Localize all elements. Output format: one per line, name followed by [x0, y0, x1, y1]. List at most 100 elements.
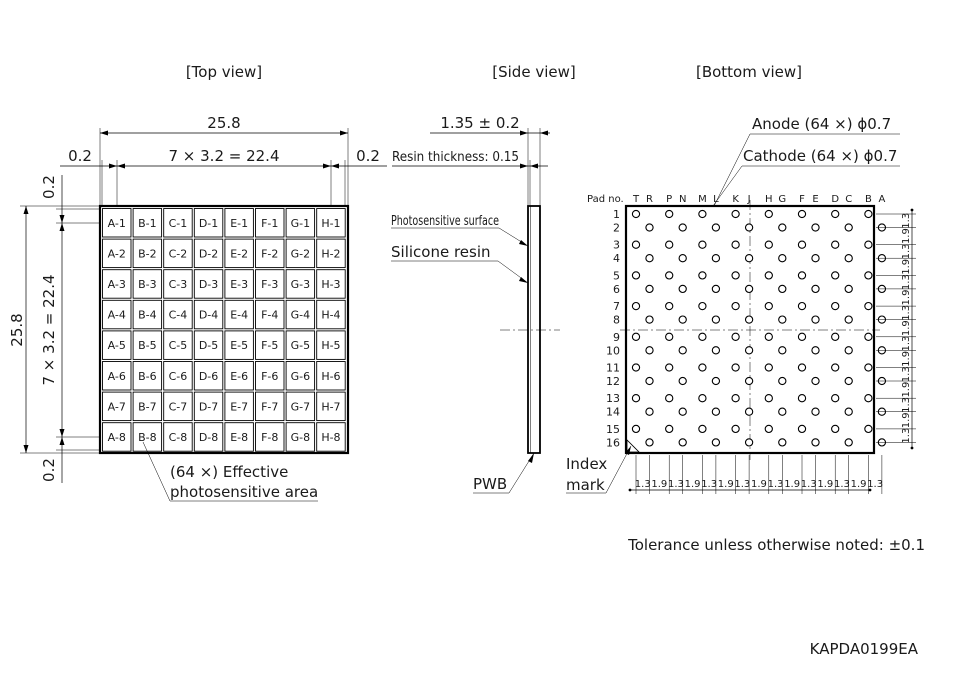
cell-label: D-8 — [199, 431, 218, 444]
cell-label: H-1 — [321, 217, 340, 230]
bottom-view: Anode (64 ×) ϕ0.7 Cathode (64 ×) ϕ0.7 Pa… — [566, 115, 916, 494]
pad-column-letter: F — [799, 194, 805, 205]
resin-thickness: Resin thickness: 0.15 — [392, 150, 519, 165]
index-mark-line2: mark — [566, 476, 605, 494]
cell-label: H-7 — [321, 400, 340, 413]
solder-pad — [764, 394, 773, 403]
pad-column-letter: E — [812, 194, 818, 205]
solder-pad — [811, 346, 820, 355]
solder-pad — [797, 301, 807, 311]
effective-area-cell — [285, 391, 316, 422]
cell-label: D-4 — [199, 309, 218, 322]
top-pitch-height: 7 × 3.2 = 22.4 — [40, 274, 58, 385]
side-thickness: 1.35 ± 0.2 — [440, 114, 519, 132]
solder-pad — [864, 240, 873, 249]
solder-pad — [631, 271, 641, 280]
pad-pitch-x: 1.9 — [817, 479, 833, 490]
solder-pad — [811, 223, 820, 232]
effective-area-cell — [193, 422, 224, 452]
solder-pad — [678, 284, 687, 294]
pad-column-letter: K — [732, 194, 739, 205]
effective-area-cell — [255, 422, 285, 452]
solder-pad — [665, 424, 674, 434]
effective-area-cell — [193, 361, 224, 391]
side-view-title: [Side view] — [492, 63, 575, 81]
effective-area-cell — [102, 299, 132, 330]
cell-label: F-2 — [261, 247, 278, 260]
cell-label: F-4 — [261, 309, 278, 322]
pad-pitch-x: 1.3 — [701, 479, 717, 490]
top-margin-bottom: 0.2 — [40, 458, 58, 482]
cell-label: C-5 — [169, 339, 188, 352]
solder-pad — [764, 271, 773, 280]
bottom-vertical-pitches: 1.31.91.31.91.31.91.31.91.31.91.31.91.31… — [876, 208, 916, 450]
solder-pad — [778, 407, 787, 416]
pad-row-number: 16 — [606, 436, 620, 449]
effective-area-cell — [316, 238, 346, 269]
pad-pitch-x: 1.9 — [651, 479, 667, 490]
cell-label: H-5 — [321, 339, 340, 352]
solder-pad — [831, 394, 840, 403]
solder-pad — [631, 209, 641, 219]
cell-label: A-5 — [108, 339, 126, 352]
solder-pad — [797, 240, 807, 249]
solder-pad — [698, 209, 707, 219]
cell-label: F-7 — [261, 400, 278, 413]
pad-pitch-x: 1.9 — [718, 479, 734, 490]
pad-column-letter: N — [679, 194, 686, 205]
cell-label: G-8 — [291, 431, 311, 444]
solder-pad — [797, 424, 807, 434]
cell-label: C-4 — [169, 309, 188, 322]
solder-pad — [711, 223, 721, 232]
solder-pad — [844, 376, 853, 386]
cell-label: F-3 — [261, 278, 278, 291]
effective-area-cell — [285, 238, 316, 269]
cell-label: A-2 — [108, 247, 126, 260]
pad-pitch-x: 1.9 — [784, 479, 800, 490]
solder-pad — [711, 376, 721, 386]
cell-label: E-2 — [230, 247, 248, 260]
solder-pad — [731, 363, 740, 372]
effective-area-cell — [102, 391, 132, 422]
pad-row-number: 13 — [606, 392, 620, 405]
effective-area-cell — [163, 422, 193, 452]
cell-label: G-2 — [291, 247, 311, 260]
pad-pitch-y: 1.3 — [901, 336, 912, 352]
pad-row-number: 15 — [606, 423, 620, 436]
pad-row-number: 3 — [613, 239, 620, 252]
cell-label: F-5 — [261, 339, 278, 352]
cell-label: E-5 — [230, 339, 248, 352]
cell-label: G-4 — [291, 309, 311, 322]
pad-column-letter: R — [646, 194, 653, 205]
cell-label: D-2 — [199, 247, 218, 260]
solder-pad — [665, 240, 674, 249]
effective-area-cell — [193, 269, 224, 299]
tolerance-note: Tolerance unless otherwise noted: ±0.1 — [627, 536, 925, 554]
cell-label: B-1 — [138, 217, 157, 230]
pad-column-letter: T — [632, 194, 640, 205]
effective-area-cell — [316, 208, 346, 238]
solder-pad — [844, 407, 853, 416]
effective-area-cell — [102, 208, 132, 238]
solder-pad — [631, 363, 641, 372]
pad-row-number: 7 — [613, 300, 620, 313]
pad-pitch-x: 1.9 — [685, 479, 701, 490]
effective-area-cell — [102, 238, 132, 269]
solder-pad — [645, 254, 654, 263]
solder-pad — [645, 223, 654, 232]
pad-row-number: 5 — [613, 269, 620, 282]
bottom-view-title: [Bottom view] — [696, 63, 802, 81]
solder-pad — [698, 271, 707, 280]
cell-label: D-5 — [199, 339, 218, 352]
solder-pad — [811, 254, 820, 263]
solder-pad — [764, 332, 773, 341]
pad-pitch-y: 1.9 — [901, 290, 912, 306]
cell-label: F-1 — [261, 217, 278, 230]
solder-pad — [844, 438, 853, 447]
pad-pitch-y: 1.9 — [901, 320, 912, 336]
solder-pad — [778, 315, 787, 324]
effective-area-cell — [224, 269, 254, 299]
